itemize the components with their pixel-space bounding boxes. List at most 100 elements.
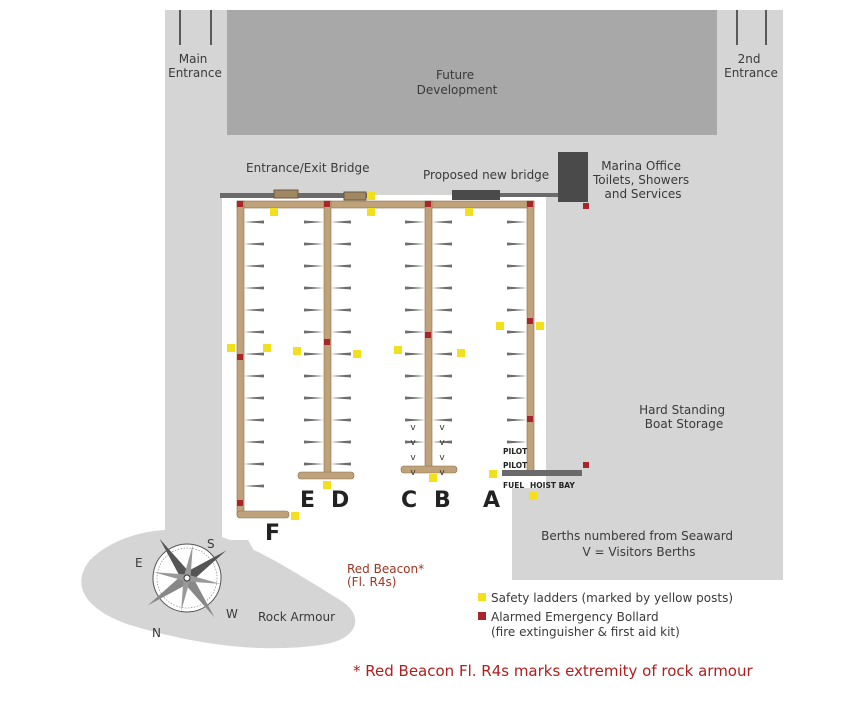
- gates: [179, 10, 767, 45]
- finger-berth: [304, 220, 324, 224]
- finger-berth: [304, 264, 324, 268]
- pilot-label-2: PILOT: [503, 461, 528, 470]
- finger-berth: [405, 418, 425, 422]
- proposed-bridge-label: Proposed new bridge: [423, 168, 549, 182]
- visitor-berth-mark: v: [439, 423, 445, 433]
- emergency-bollard: [527, 318, 533, 324]
- finger-berth: [432, 242, 452, 246]
- finger-berth: [405, 440, 425, 444]
- legend: Safety ladders (marked by yellow posts) …: [478, 591, 733, 639]
- pier-label-b: B: [434, 488, 451, 513]
- hard-standing-land: [546, 440, 783, 580]
- compass-rose: [147, 538, 227, 618]
- finger-berth: [405, 330, 425, 334]
- footnote: * Red Beacon Fl. R4s marks extremity of …: [353, 662, 753, 680]
- safety-ladder-post: [323, 481, 331, 489]
- finger-berth: [432, 286, 452, 290]
- future-development-label: Future Development: [417, 68, 498, 97]
- safety-ladder-post: [367, 208, 375, 216]
- compass-w: W: [226, 607, 238, 621]
- finger-berth: [244, 418, 264, 422]
- safety-ladder-post: [227, 344, 235, 352]
- pier-label-d: D: [331, 488, 349, 513]
- finger-berth: [507, 264, 527, 268]
- finger-berth: [331, 264, 351, 268]
- finger-berth: [331, 418, 351, 422]
- finger-berth: [405, 286, 425, 290]
- finger-berth: [304, 308, 324, 312]
- pontoon-head-d: [297, 471, 355, 480]
- safety-ladder-post: [291, 512, 299, 520]
- finger-berth: [507, 242, 527, 246]
- finger-berth: [304, 440, 324, 444]
- finger-berth: [507, 286, 527, 290]
- finger-berth: [507, 418, 527, 422]
- bridge-gangway-1: [273, 189, 299, 199]
- finger-berth: [331, 330, 351, 334]
- emergency-bollard: [324, 201, 330, 207]
- finger-berth: [244, 330, 264, 334]
- west-land: [165, 190, 265, 578]
- finger-berth: [432, 418, 452, 422]
- safety-ladder-post: [489, 470, 497, 478]
- safety-ladder-post: [367, 192, 375, 200]
- safety-ladder-post: [496, 322, 504, 330]
- bridges: [220, 152, 588, 202]
- hoist-bay-rail: [502, 470, 582, 476]
- safety-ladder-post: [263, 344, 271, 352]
- proposed-bridge-rail: [500, 193, 560, 197]
- hard-standing-label: Hard Standing Boat Storage: [639, 403, 729, 431]
- finger-berth: [304, 330, 324, 334]
- finger-berth: [432, 374, 452, 378]
- finger-berth: [331, 396, 351, 400]
- safety-ladder-post: [353, 350, 361, 358]
- marina-office-label: Marina Office Toilets, Showers and Servi…: [592, 159, 693, 201]
- finger-berth: [244, 286, 264, 290]
- pontoon-spine-d: [323, 200, 332, 477]
- finger-berth: [331, 352, 351, 356]
- finger-berth: [244, 220, 264, 224]
- pontoon-spine-a: [526, 200, 535, 473]
- finger-berth: [432, 308, 452, 312]
- main-walkway: [236, 200, 535, 209]
- finger-berth: [244, 352, 264, 356]
- safety-ladder-post: [429, 474, 437, 482]
- legend-bollard-text: Alarmed Emergency Bollard (fire extingui…: [491, 610, 680, 639]
- safety-ladder-post: [293, 347, 301, 355]
- finger-berth: [432, 264, 452, 268]
- finger-berth: [507, 220, 527, 224]
- visitor-berth-mark: v: [410, 438, 416, 448]
- hoist-bay-label: HOIST BAY: [530, 481, 575, 490]
- bridge-gangway-2: [343, 191, 367, 201]
- finger-berth: [244, 484, 264, 488]
- finger-berth: [304, 286, 324, 290]
- finger-berth: [331, 220, 351, 224]
- finger-berth: [331, 440, 351, 444]
- entrance-exit-bridge-label: Entrance/Exit Bridge: [246, 161, 369, 175]
- finger-berth: [507, 352, 527, 356]
- hoist-land: [512, 488, 552, 580]
- finger-berth: [405, 352, 425, 356]
- visitor-berth-mark: v: [410, 453, 416, 463]
- main-entrance-label: Main Entrance: [168, 52, 222, 80]
- visitor-berth-mark: v: [410, 423, 416, 433]
- finger-berth: [244, 374, 264, 378]
- finger-berth: [405, 220, 425, 224]
- finger-berth: [432, 220, 452, 224]
- compass-n: N: [152, 626, 161, 640]
- finger-berth: [304, 374, 324, 378]
- finger-berth: [507, 308, 527, 312]
- finger-berth: [331, 286, 351, 290]
- finger-berth: [244, 242, 264, 246]
- red-beacon-label: Red Beacon* (Fl. R4s): [347, 562, 428, 589]
- compass-e: E: [135, 556, 143, 570]
- emergency-bollard: [583, 462, 589, 468]
- legend-bollard-swatch: [478, 612, 486, 620]
- emergency-bollard: [237, 201, 243, 207]
- emergency-bollard: [425, 332, 431, 338]
- compass-s: S: [207, 537, 215, 551]
- finger-berth: [405, 374, 425, 378]
- finger-berth: [244, 264, 264, 268]
- finger-berth: [405, 308, 425, 312]
- safety-ladders: [227, 192, 544, 520]
